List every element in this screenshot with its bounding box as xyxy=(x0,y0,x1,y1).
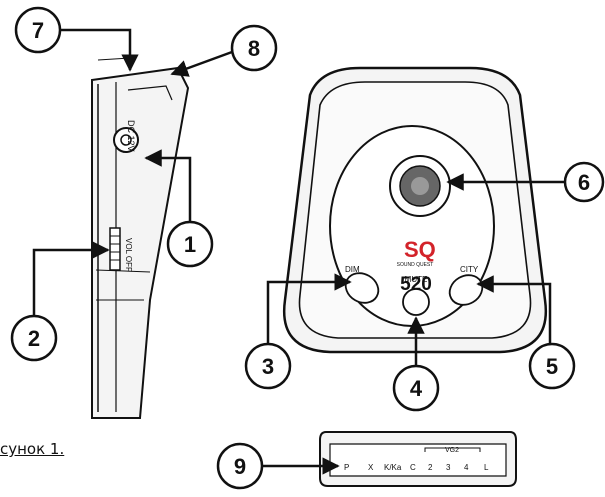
model-number: 520 xyxy=(400,274,432,295)
leader-5 xyxy=(476,275,552,350)
leader-2 xyxy=(32,241,110,322)
callout-9: 9 xyxy=(234,454,246,479)
indicator-strip: VG2 P X K/Ka C 2 3 4 L xyxy=(319,431,517,487)
figure-caption: сунок 1. xyxy=(0,440,65,458)
callout-2: 2 xyxy=(28,326,40,351)
callout-2-circle xyxy=(10,314,58,362)
callout-6-circle xyxy=(563,161,605,203)
side-view: DC 12V VOL OFF xyxy=(91,57,190,419)
mute-button xyxy=(402,288,430,316)
callout-8-circle xyxy=(230,24,278,72)
indicator-label-x: X xyxy=(368,463,374,472)
callout-4: 4 xyxy=(410,376,423,401)
callout-1-circle xyxy=(166,220,214,268)
callout-5-circle xyxy=(528,342,576,390)
callout-7: 7 xyxy=(32,18,44,43)
city-button-label: CITY xyxy=(460,265,479,274)
callout-8: 8 xyxy=(248,36,260,61)
callout-1: 1 xyxy=(184,232,196,257)
leader-8 xyxy=(170,50,233,77)
callout-9-circle xyxy=(216,442,264,490)
volume-switch-label: VOL OFF xyxy=(124,238,133,272)
callout-7-circle xyxy=(14,6,62,54)
indicator-label-2: 2 xyxy=(428,463,433,472)
brand-subtitle: SOUND QUEST xyxy=(397,262,434,268)
callout-5: 5 xyxy=(546,354,558,379)
callout-3: 3 xyxy=(262,354,274,379)
callouts: 7 8 1 2 3 4 5 6 9 xyxy=(10,6,605,490)
dc-jack-label: DC 12V xyxy=(126,120,136,152)
indicator-label-l: L xyxy=(484,463,489,472)
leader-7 xyxy=(60,28,139,72)
dim-button-label: DIM xyxy=(345,265,360,274)
front-view: SQ SOUND QUEST 520 DIM MUTE CITY xyxy=(282,66,548,354)
indicator-label-3: 3 xyxy=(446,463,451,472)
callout-3-circle xyxy=(244,342,292,390)
mute-button-label: MUTE xyxy=(405,275,428,284)
callout-6: 6 xyxy=(578,170,590,195)
indicator-label-k-ka: K/Ka xyxy=(384,463,402,472)
leader-1 xyxy=(144,149,192,228)
indicator-label-p: P xyxy=(344,463,349,472)
leader-3 xyxy=(266,273,352,350)
indicator-label-c: C xyxy=(410,463,416,472)
volume-switch xyxy=(109,227,121,271)
leader-lines xyxy=(32,28,570,475)
indicator-label-4: 4 xyxy=(464,463,469,472)
brand-logo: SQ xyxy=(404,237,436,262)
vg2-group-label: VG2 xyxy=(445,447,459,454)
callout-4-circle xyxy=(392,364,440,412)
